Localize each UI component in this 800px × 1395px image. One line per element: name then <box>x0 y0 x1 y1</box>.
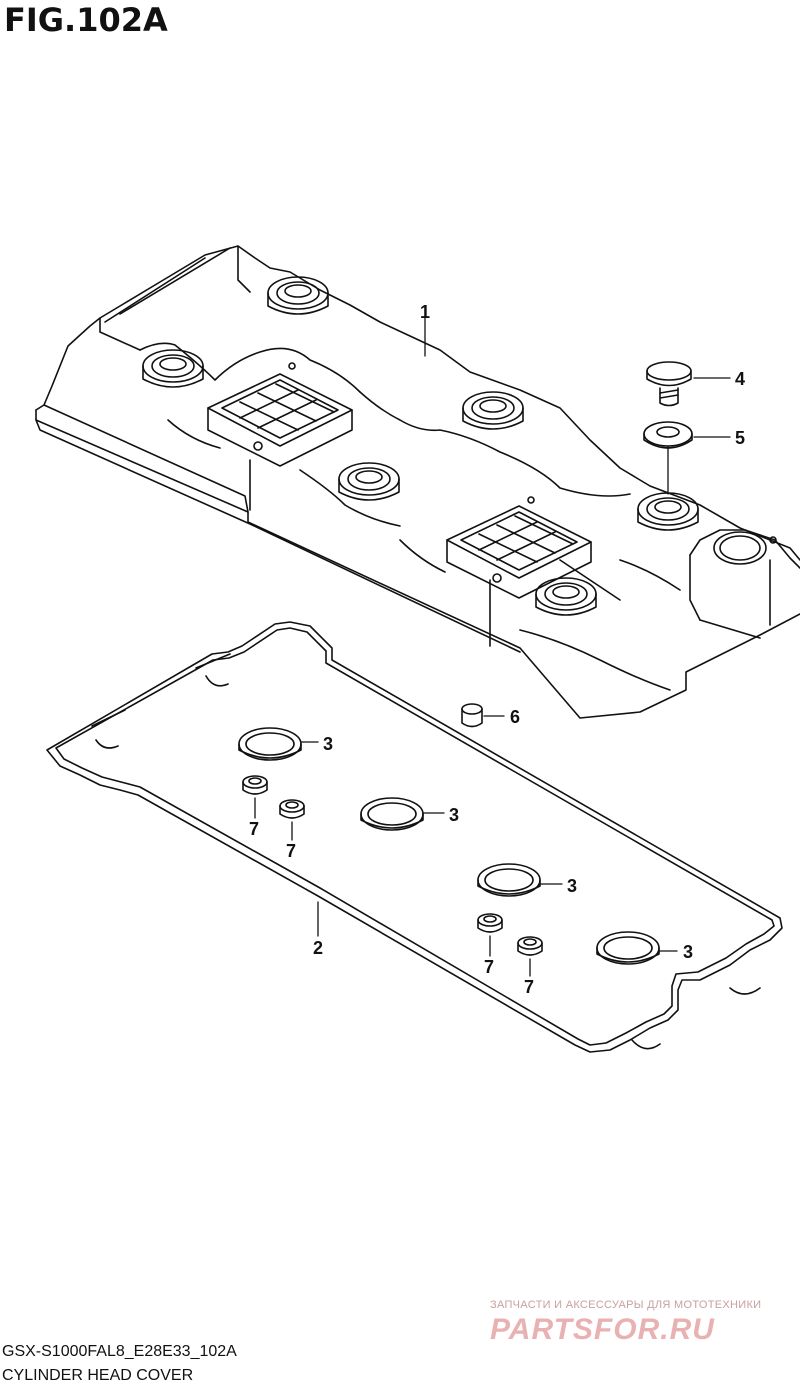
callout-7d: 7 <box>524 977 534 997</box>
callout-3d: 3 <box>683 942 693 962</box>
callout-7a: 7 <box>249 819 259 839</box>
gasket-part[interactable] <box>46 621 783 1053</box>
plug-hole-4 <box>338 462 400 501</box>
callout-7b: 7 <box>286 841 296 861</box>
plug-hole-6 <box>535 577 597 616</box>
plug-hole-3 <box>462 391 524 430</box>
callout-4: 4 <box>735 369 745 389</box>
watermark-subtitle: ЗАПЧАСТИ И АКСЕССУАРЫ ДЛЯ МОТОТЕХНИКИ <box>490 1299 762 1311</box>
figure-title: FIG.102A <box>4 1 168 39</box>
watermark-logo: PARTSFOR.RU <box>490 1313 715 1346</box>
callout-2: 2 <box>313 938 323 958</box>
plug-hole-1 <box>267 276 329 315</box>
grommet-b[interactable] <box>279 799 305 819</box>
plug-seal-b[interactable] <box>360 797 424 831</box>
plug-hole-2 <box>142 349 204 388</box>
breather-grate-2 <box>446 496 592 599</box>
callout-3b: 3 <box>449 805 459 825</box>
leader-lines <box>254 317 731 977</box>
callout-3a: 3 <box>323 734 333 754</box>
callout-6: 6 <box>510 707 520 727</box>
plug-seal-d[interactable] <box>596 931 660 965</box>
washer-part[interactable] <box>643 421 693 449</box>
plug-hole-5 <box>637 492 699 531</box>
callout-3c: 3 <box>567 876 577 896</box>
breather-grate-1 <box>207 362 353 467</box>
cylinder-head-cover-part[interactable] <box>35 245 800 719</box>
callout-1: 1 <box>420 302 430 322</box>
figure-name: CYLINDER HEAD COVER <box>2 1367 194 1384</box>
bolt-part[interactable] <box>646 361 692 407</box>
grommet-d[interactable] <box>517 936 543 956</box>
callout-5: 5 <box>735 428 745 448</box>
plug-seal-c[interactable] <box>477 863 541 897</box>
figure-code: GSX-S1000FAL8_E28E33_102A <box>2 1343 237 1360</box>
grommet-a[interactable] <box>242 775 268 795</box>
dowel-part[interactable] <box>461 703 483 728</box>
callout-7c: 7 <box>484 957 494 977</box>
grommet-c[interactable] <box>477 913 503 933</box>
plug-seal-a[interactable] <box>238 727 302 761</box>
